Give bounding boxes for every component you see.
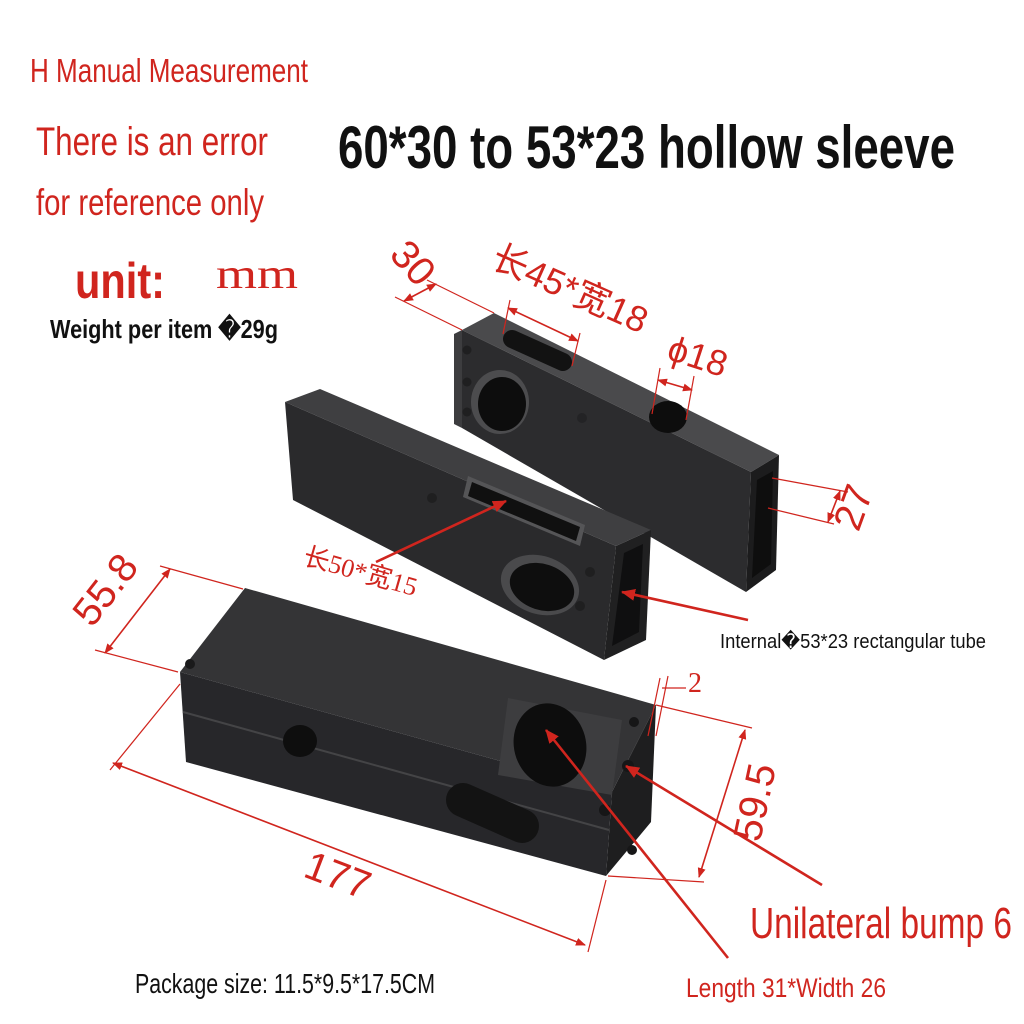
weight-text: Weight per item �29g [50, 313, 278, 344]
dimension-top-hole-label: ϕ18 [663, 327, 733, 385]
top-sleeve-bump [462, 345, 472, 355]
dimension-30: 30 [381, 232, 495, 331]
dimension-line [827, 490, 841, 523]
extension-line [394, 296, 463, 331]
manual-measurement-note: H Manual Measurement [30, 52, 308, 89]
dimension-line [697, 729, 747, 878]
dimension-bottom-length: 177 [299, 843, 377, 908]
extension-line [502, 299, 511, 335]
bump-label: Unilateral bump 6 [750, 899, 1012, 948]
top-sleeve-front-face [462, 330, 751, 592]
pointer-arrow [375, 499, 507, 564]
top-sleeve-left-rim [454, 330, 462, 428]
pointer-arrow [544, 729, 730, 959]
extension-line [426, 279, 495, 314]
pointer-arrow [625, 764, 823, 887]
unit-label: unit: [75, 253, 165, 309]
top-sleeve-bump [462, 377, 472, 387]
bottom-sleeve-bump [627, 845, 637, 855]
middle-sleeve-slot-inner [468, 482, 580, 541]
callout-internal: Internal�53*23 rectangular tube [621, 588, 986, 653]
hole-size-label: Length 31*Width 26 [686, 973, 886, 1003]
dimension-line [507, 307, 579, 342]
error-note: There is an error [36, 120, 268, 164]
dimension-bottom-width: 55.8 [64, 546, 147, 634]
middle-sleeve-bump [585, 567, 595, 577]
bottom-sleeve-end-face [606, 705, 656, 876]
middle-sleeve-bump [427, 493, 437, 503]
callout-bump: Unilateral bump 6 [625, 764, 1012, 948]
pointer-arrow [621, 588, 749, 622]
extension-line [771, 477, 849, 493]
bottom-sleeve-bump [185, 659, 195, 669]
top-sleeve-bump [462, 407, 472, 417]
extension-line [587, 879, 607, 953]
top-sleeve-bump [577, 413, 587, 423]
dimension-top-height: 27 [826, 479, 883, 536]
reference-note: for reference only [36, 182, 264, 223]
top-sleeve-large-hole-inner [478, 377, 526, 431]
dimension-line [112, 762, 586, 946]
callout-hole: Length 31*Width 26 [544, 729, 886, 1003]
top-sleeve-small-hole [649, 401, 687, 433]
extension-line [607, 875, 705, 883]
middle-sleeve-top-face [285, 389, 651, 546]
extension-line [647, 677, 661, 737]
middle-sleeve-large-hole-inner [509, 562, 575, 612]
package-size-text: Package size: 11.5*9.5*17.5CM [135, 968, 435, 999]
dimension-27: 27 [767, 477, 883, 536]
bottom-sleeve-slot [446, 783, 539, 843]
top-sleeve-slot [503, 330, 572, 371]
top-sleeve-opening [752, 471, 773, 578]
middle-sleeve-bump [575, 601, 585, 611]
extension-line [655, 704, 753, 729]
extension-line [767, 507, 835, 525]
unit-value: mm [216, 252, 298, 298]
extension-line [109, 683, 181, 771]
internal-tube-label: Internal�53*23 rectangular tube [720, 629, 986, 653]
dimension-line [403, 283, 437, 302]
bottom-sleeve-small-hole [283, 725, 317, 757]
dimension-line [104, 568, 171, 654]
dimension-line [657, 378, 693, 392]
dimension-wall: 2 [647, 668, 702, 737]
extension-line [159, 565, 244, 590]
page-title: 60*30 to 53*23 hollow sleeve [338, 114, 955, 181]
bottom-sleeve-bump [629, 717, 639, 727]
extension-line [651, 367, 661, 415]
dimension-wall-label: 2 [688, 668, 702, 699]
extension-line [94, 649, 179, 673]
top-sleeve [454, 313, 779, 592]
extension-line [655, 675, 669, 737]
